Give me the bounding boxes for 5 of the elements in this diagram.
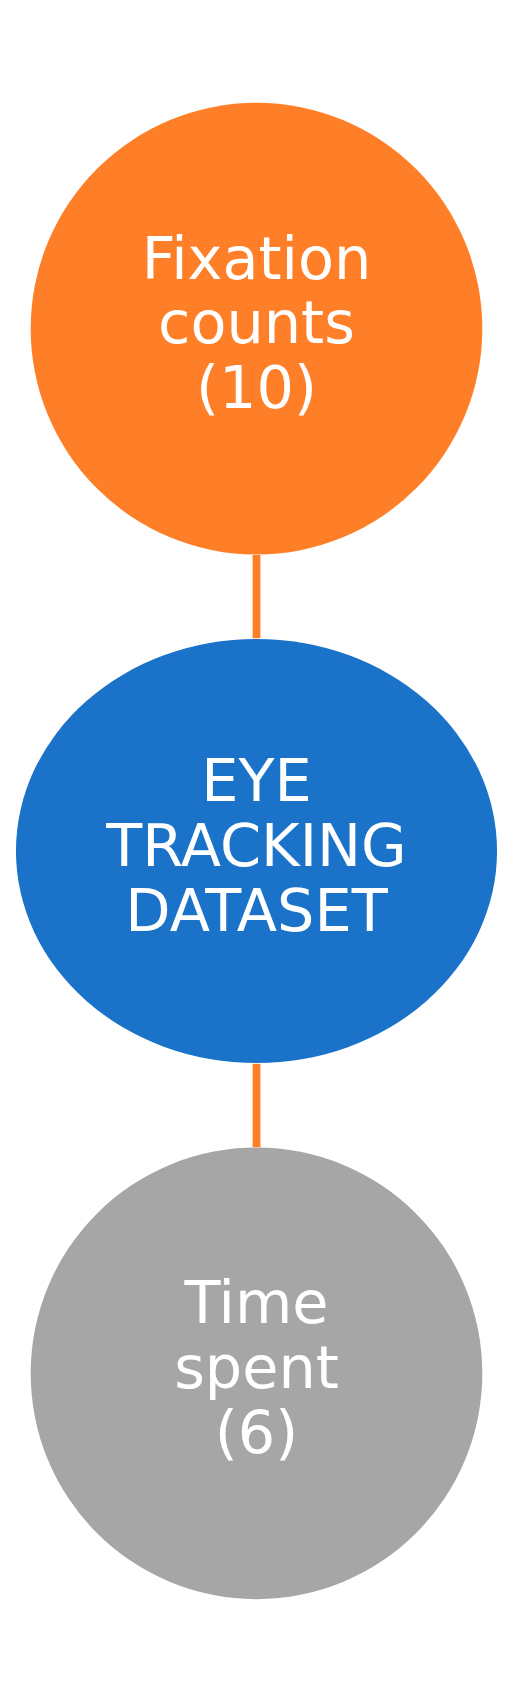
node-circle: Fixation counts (10) (30, 102, 483, 554)
connector (252, 1063, 261, 1147)
node-circle: Time spent (6) (30, 1147, 483, 1599)
node-ellipse: EYE TRACKING DATASET (15, 638, 498, 1063)
connector (252, 554, 261, 638)
